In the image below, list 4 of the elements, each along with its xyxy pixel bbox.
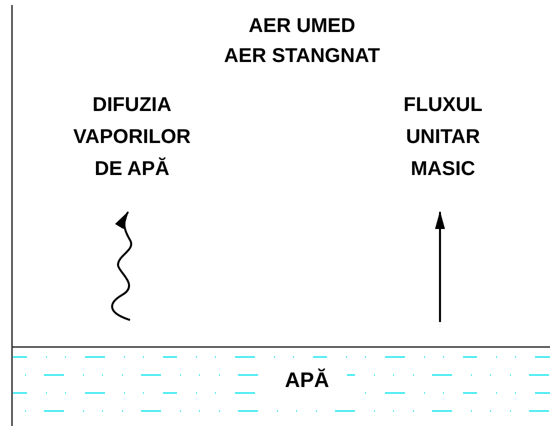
air-label: AER STANGNAT [223, 44, 381, 69]
diffusion-label: DIFUZIA VAPORILOR DE APĂ [72, 93, 192, 182]
mass-flux-label: FLUXUL UNITAR MASIC [402, 93, 484, 182]
air-label: AER UMED [248, 14, 356, 39]
